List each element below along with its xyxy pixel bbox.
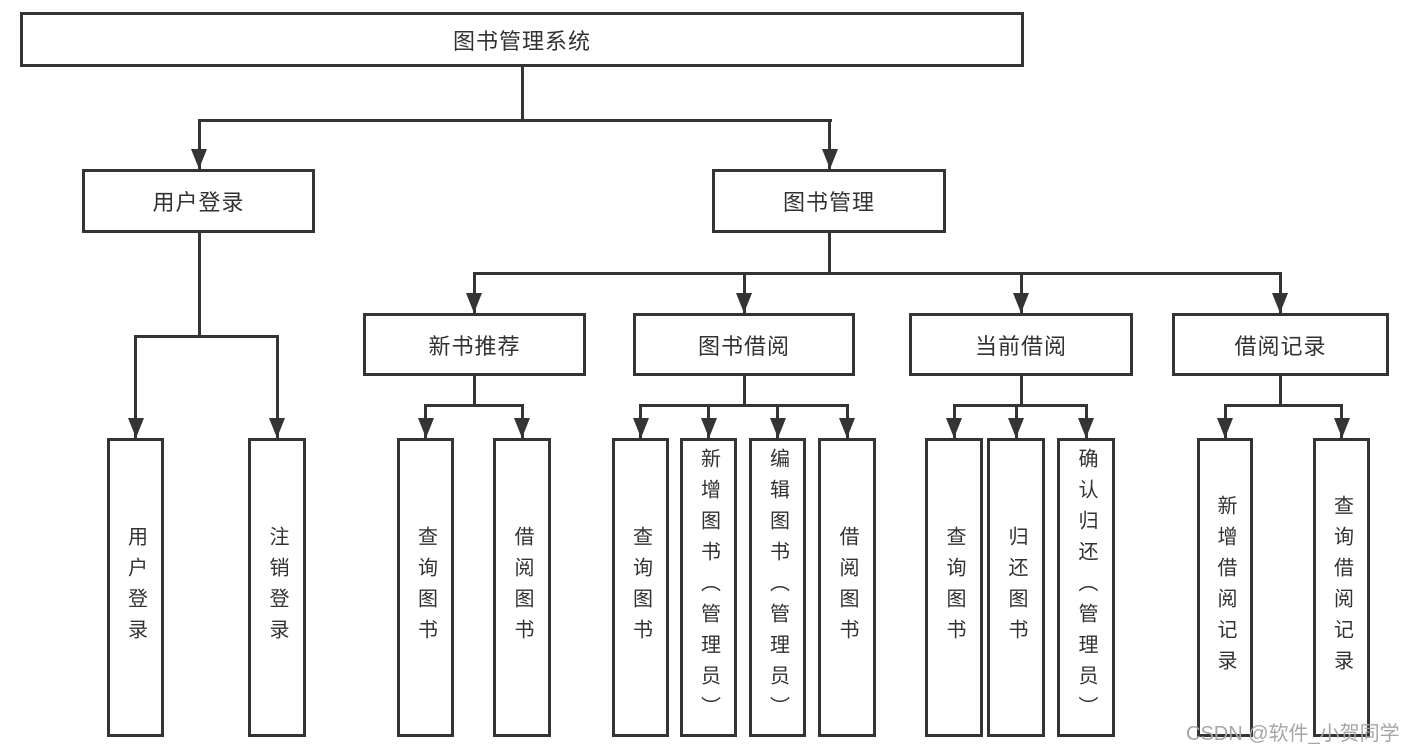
arrow-to-leaf-borrow-book-1 (514, 418, 530, 438)
connector-newbook-rail (424, 404, 524, 407)
connector-bookmgmt-stub-4 (1278, 272, 1282, 313)
leaf-user-login: 用户登录 (107, 438, 164, 737)
arrow-to-new-book-recommend (466, 293, 482, 313)
leaf-confirm-return-admin: 确认归还（管理员） (1057, 438, 1115, 737)
leaf-query-book-2: 查询图书 (612, 438, 669, 737)
connector-borrowrecord-stem (1278, 376, 1282, 404)
leaf-borrow-book-2: 借阅图书 (818, 438, 876, 737)
leaf-borrow-book-1: 借阅图书 (493, 438, 551, 737)
leaf-query-book-1: 查询图书 (397, 438, 454, 737)
leaf-add-book-admin: 新增图书（管理员） (680, 438, 737, 737)
connector-bookmgmt-stem (828, 233, 831, 272)
arrow-to-leaf-query-record (1333, 418, 1350, 438)
arrow-to-leaf-query-book-3 (946, 418, 962, 438)
arrow-to-leaf-return-book (1008, 418, 1024, 438)
leaf-edit-book-admin: 编辑图书（管理员） (749, 438, 806, 737)
arrow-to-user-login (191, 149, 207, 169)
connector-root-stub-left (197, 119, 201, 169)
arrow-to-leaf-query-book-1 (417, 418, 434, 438)
connector-borrowrecord-rail (1223, 404, 1343, 407)
leaf-add-borrow-record: 新增借阅记录 (1197, 438, 1253, 737)
arrow-to-leaf-add-record (1217, 418, 1233, 438)
arrow-to-leaf-borrow-book-2 (839, 418, 855, 438)
leaf-query-book-3: 查询图书 (925, 438, 983, 737)
arrow-to-book-borrow (736, 293, 752, 313)
connector-root-stem (520, 67, 524, 119)
arrow-to-book-management (821, 149, 838, 169)
connector-root-stub-right (828, 119, 831, 169)
connector-userlogin-rail (134, 335, 279, 338)
connector-bookmgmt-rail (472, 272, 1282, 275)
arrow-to-leaf-confirm-return (1078, 418, 1094, 438)
arrow-to-current-borrow (1013, 293, 1029, 313)
watermark-text: CSDN @软件_小贺同学 (1186, 723, 1400, 745)
connector-bookmgmt-stub-3 (1019, 272, 1023, 313)
node-book-management: 图书管理 (712, 169, 946, 233)
arrow-to-leaf-query-book-2 (632, 418, 649, 438)
connector-newbook-stem (472, 376, 476, 404)
arrow-to-borrow-record (1272, 293, 1288, 313)
connector-userlogin-stub-1 (134, 335, 137, 438)
connector-bookborrow-stem (742, 376, 746, 404)
connector-currentborrow-stem (1019, 376, 1023, 404)
connector-userlogin-stem (197, 233, 201, 335)
node-new-book-recommend: 新书推荐 (363, 313, 586, 376)
connector-bookmgmt-stub-2 (742, 272, 746, 313)
node-user-login: 用户登录 (82, 169, 315, 233)
node-root: 图书管理系统 (20, 12, 1024, 67)
arrow-to-leaf-edit-book (769, 418, 786, 438)
node-current-borrow: 当前借阅 (909, 313, 1133, 376)
connector-userlogin-stub-2 (275, 335, 279, 438)
arrow-to-leaf-logout (269, 418, 285, 438)
connector-root-rail (197, 119, 832, 122)
leaf-query-borrow-record: 查询借阅记录 (1313, 438, 1370, 737)
connector-currentborrow-rail (952, 404, 1088, 407)
arrow-to-leaf-user-login (127, 418, 144, 438)
connector-bookmgmt-stub-1 (472, 272, 476, 313)
leaf-return-book: 归还图书 (987, 438, 1045, 737)
arrow-to-leaf-add-book (700, 418, 717, 438)
connector-bookborrow-rail (639, 404, 849, 407)
leaf-logout: 注销登录 (248, 438, 306, 737)
node-book-borrow: 图书借阅 (633, 313, 855, 376)
node-borrow-record: 借阅记录 (1172, 313, 1389, 376)
